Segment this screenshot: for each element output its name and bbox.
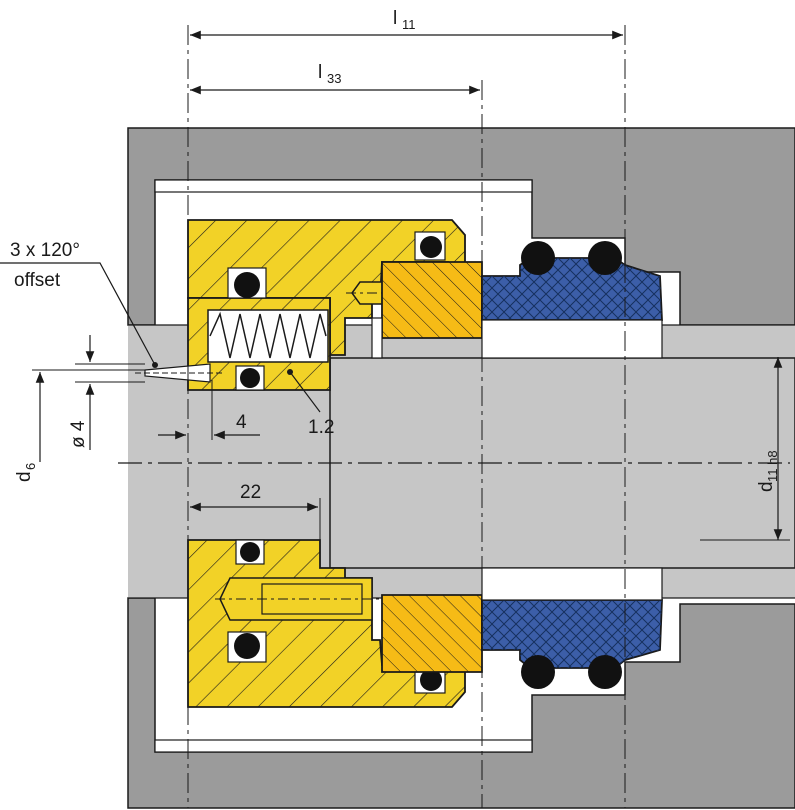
dim-l11-label: l — [393, 8, 397, 29]
rotating-unit-top: 1.2 — [187, 219, 466, 438]
svg-text:6: 6 — [23, 463, 38, 470]
dim-l33-label: l — [318, 62, 322, 83]
seal-faces — [371, 261, 483, 673]
svg-text:11: 11 — [402, 17, 416, 32]
stationary-seat — [481, 241, 663, 689]
dimensions: l 11 l 33 22 4 ø 4 d 6 d 11 h8 — [14, 8, 790, 808]
offset-note-line2: offset — [14, 270, 61, 291]
svg-text:11 h8: 11 h8 — [765, 450, 780, 482]
oring-bottom-2 — [234, 633, 260, 659]
oring-top-1 — [234, 272, 260, 298]
spring — [209, 311, 327, 359]
seat-oring-top-1 — [521, 241, 555, 275]
seat-oring-bottom-1 — [521, 655, 555, 689]
dim-4-label: 4 — [236, 412, 247, 433]
offset-note: 3 x 120° offset — [0, 240, 158, 368]
oring-bottom-1 — [240, 542, 260, 562]
dim-d11-label: d — [756, 481, 777, 492]
dim-d6-label: d — [14, 471, 35, 482]
dim-dia4-label: ø 4 — [68, 420, 89, 448]
svg-text:33: 33 — [327, 71, 341, 86]
seat-oring-bottom-2 — [588, 655, 622, 689]
housing-inner-top — [154, 179, 533, 193]
part-label-1-2: 1.2 — [308, 417, 334, 438]
dim-22-label: 22 — [240, 482, 261, 503]
oring-top-2 — [420, 236, 442, 258]
oring-bottom-3 — [420, 669, 442, 691]
oring-top-3 — [240, 368, 260, 388]
seat-oring-top-2 — [588, 241, 622, 275]
housing-inner-bottom — [154, 739, 533, 753]
offset-note-line1: 3 x 120° — [10, 240, 80, 261]
spring-pocket — [207, 309, 329, 363]
